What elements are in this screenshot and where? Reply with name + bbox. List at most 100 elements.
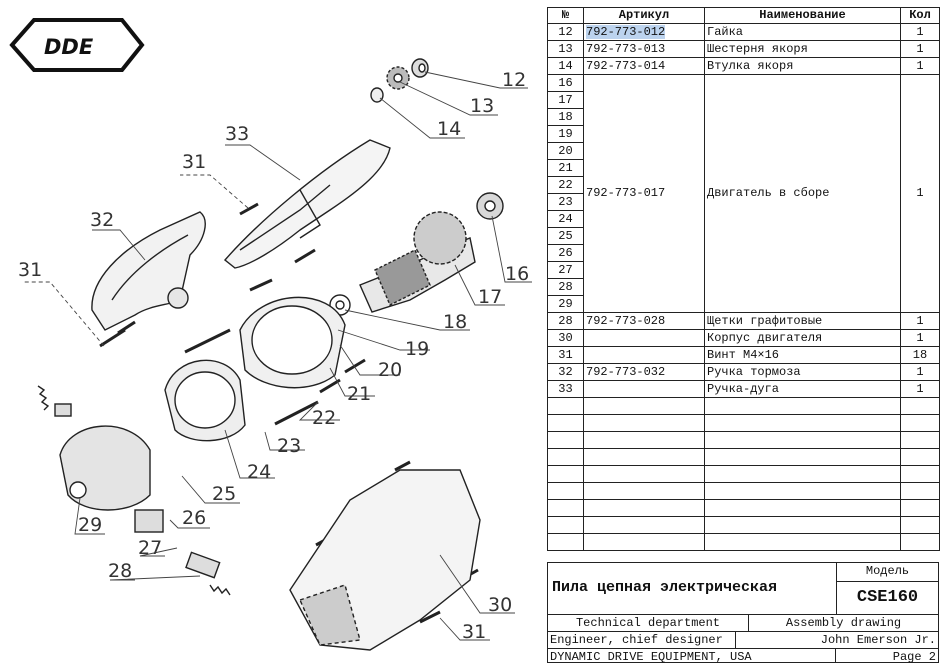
- header-article: Артикул: [583, 7, 705, 24]
- table-row: 33 Ручка-дуга 1: [547, 380, 940, 398]
- callout-31-b: 31: [182, 151, 206, 173]
- cell-no: 31: [547, 346, 584, 364]
- cell-qty: 1: [900, 40, 940, 58]
- table-row: 30 Корпус двигателя 1: [547, 329, 940, 347]
- table-row: 18: [547, 108, 940, 126]
- cell-article: 792-773-013: [583, 40, 705, 58]
- title-block: Пила цепная электрическая Модель CSE160 …: [547, 562, 939, 664]
- part-29-brush-holder: [59, 425, 151, 511]
- part-16-bearing: [476, 192, 504, 220]
- empty-row: [547, 516, 940, 534]
- cell-no: 20: [547, 142, 584, 160]
- table-row: 16 792-773-017 Двигатель в сборе 1: [547, 74, 940, 313]
- empty-row: [547, 465, 940, 483]
- cell-qty: 1: [900, 312, 940, 330]
- callout-16: 16: [505, 263, 529, 285]
- cell-no: 12: [547, 23, 584, 41]
- part-14-bushing: [370, 87, 384, 103]
- table-row: 27: [547, 261, 940, 279]
- callout-24: 24: [247, 461, 271, 483]
- table-row: 32 792-773-032 Ручка тормоза 1: [547, 363, 940, 381]
- cell-no: 19: [547, 125, 584, 143]
- callout-20: 20: [378, 359, 402, 381]
- table-header-row: № Артикул Наименование Кол: [547, 7, 940, 24]
- callout-19: 19: [405, 338, 429, 360]
- model-code: CSE160: [836, 582, 938, 614]
- callout-32: 32: [90, 209, 114, 231]
- part-33-bow-handle: [223, 139, 391, 269]
- callout-27: 27: [138, 537, 162, 559]
- exploded-view-svg: DDE: [9, 18, 532, 651]
- cell-no: 28: [547, 312, 584, 330]
- header-name: Наименование: [704, 7, 901, 24]
- dde-logo: DDE: [9, 18, 145, 72]
- part-19-motor-housing: [239, 296, 346, 389]
- table-row: 28 792-773-028 Щетки графитовые 1: [547, 312, 940, 330]
- cell-no: 18: [547, 108, 584, 126]
- cell-article: [583, 346, 705, 364]
- callout-12: 12: [502, 69, 526, 91]
- exploded-view-drawing: DDE: [9, 18, 532, 651]
- part-13-gear: [386, 66, 410, 90]
- cell-no: 29: [547, 295, 584, 313]
- callout-22: 22: [312, 407, 336, 429]
- cell-article: 792-773-028: [583, 312, 705, 330]
- cell-qty: 18: [900, 346, 940, 364]
- cell-no: 23: [547, 193, 584, 211]
- springs: [37, 385, 231, 596]
- callout-17: 17: [478, 286, 502, 308]
- empty-row: [547, 533, 940, 551]
- callout-13: 13: [470, 95, 494, 117]
- empty-row: [547, 431, 940, 449]
- table-row: 31 Винт М4×16 18: [547, 346, 940, 364]
- page-number: Page 2: [836, 648, 938, 664]
- cell-article: [583, 329, 705, 347]
- cell-no: 26: [547, 244, 584, 262]
- part-17-armature: [359, 211, 476, 313]
- callout-31-a: 31: [462, 621, 486, 643]
- drawing-type: Assembly drawing: [749, 614, 938, 631]
- header-no: №: [547, 7, 584, 24]
- table-row: 14 792-773-014 Втулка якоря 1: [547, 57, 940, 75]
- part-30-motor-body: [289, 469, 481, 651]
- motor-name-cell: Двигатель в сборе: [704, 74, 901, 313]
- cell-article: [583, 380, 705, 398]
- cell-name: Ручка-дуга: [704, 380, 901, 398]
- callout-29: 29: [78, 514, 102, 536]
- cell-no: 30: [547, 329, 584, 347]
- callout-21: 21: [347, 383, 371, 405]
- cell-article: 792-773-014: [583, 57, 705, 75]
- cell-qty: 1: [900, 23, 940, 41]
- cell-qty: 1: [900, 363, 940, 381]
- cell-name: Корпус двигателя: [704, 329, 901, 347]
- cell-no: 22: [547, 176, 584, 194]
- callout-31-c: 31: [18, 259, 42, 281]
- cell-no: 21: [547, 159, 584, 177]
- table-row: 17: [547, 91, 940, 109]
- cell-qty: 1: [900, 57, 940, 75]
- empty-row: [547, 499, 940, 517]
- cell-no: 16: [547, 74, 584, 92]
- table-row: 28: [547, 278, 940, 296]
- table-row: 22: [547, 176, 940, 194]
- product-name: Пила цепная электрическая: [552, 579, 778, 596]
- part-32-brake-handle: [91, 211, 206, 331]
- callout-labels: 12 13 14 16 17 18 19 20 21 22 23 24 25 2…: [18, 69, 529, 643]
- empty-row: [547, 397, 940, 415]
- selected-article-text[interactable]: 792-773-012: [586, 24, 666, 39]
- model-label: Модель: [836, 563, 938, 582]
- header-qty: Кол: [900, 7, 940, 24]
- table-row: 12 792-773-012 Гайка 1: [547, 23, 940, 41]
- cell-name: Втулка якоря: [704, 57, 901, 75]
- callout-28: 28: [108, 560, 132, 582]
- cell-no: 28: [547, 278, 584, 296]
- parts-table: № Артикул Наименование Кол 12 792-773-01…: [547, 7, 940, 551]
- cell-article[interactable]: 792-773-012: [583, 23, 705, 41]
- callout-18: 18: [443, 311, 467, 333]
- cell-no: 14: [547, 57, 584, 75]
- table-row: 19: [547, 125, 940, 143]
- callout-25: 25: [212, 483, 236, 505]
- cell-no: 13: [547, 40, 584, 58]
- cell-name: Щетки графитовые: [704, 312, 901, 330]
- cell-no: 25: [547, 227, 584, 245]
